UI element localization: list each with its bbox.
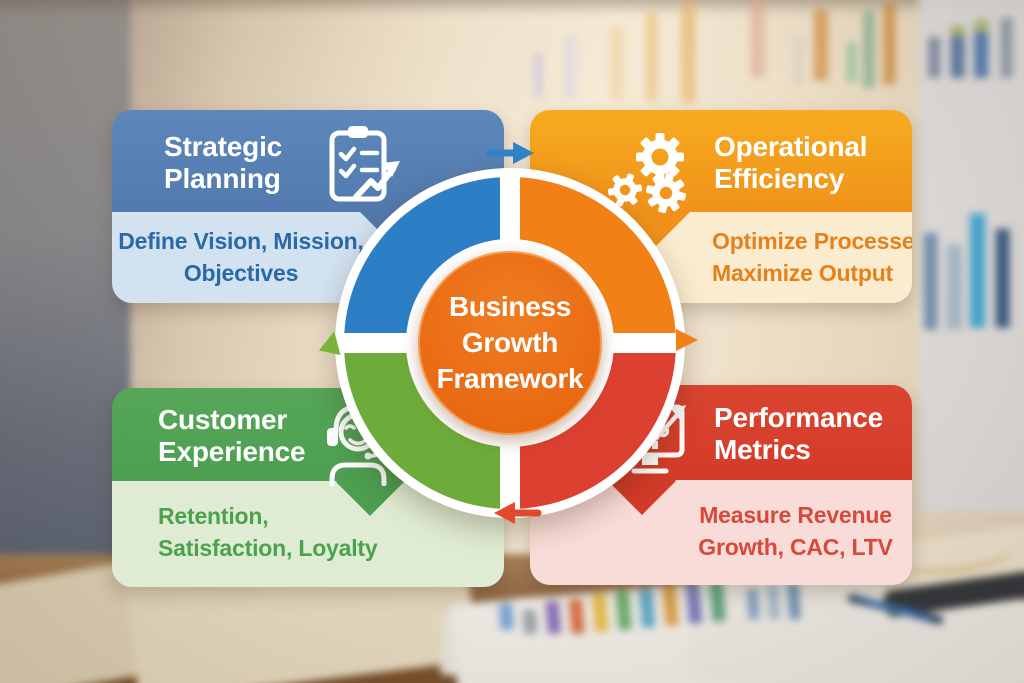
- clipboard-checklist-icon: [329, 126, 400, 202]
- card-body: Measure Revenue Growth, CAC, LTV: [530, 480, 912, 585]
- card-body: Retention, Satisfaction, Loyalty: [112, 481, 504, 587]
- chart-bar: [846, 42, 857, 83]
- background-top-shadow: [0, 0, 1024, 16]
- arrow-up-icon: [318, 331, 341, 356]
- card-title: Customer Experience: [158, 404, 306, 468]
- arrow-left-icon: [494, 502, 542, 524]
- card-title: Operational Efficiency: [714, 131, 868, 195]
- card-description: Retention, Satisfaction, Loyalty: [158, 503, 378, 561]
- chart-bar: [533, 52, 544, 99]
- chart-bar: [645, 11, 658, 102]
- chart-bar: [564, 37, 577, 99]
- card-description: Measure Revenue Growth, CAC, LTV: [698, 502, 893, 560]
- chart-bar: [883, 3, 896, 85]
- chart-bar: [813, 9, 829, 81]
- chart-bar: [924, 232, 938, 330]
- chart-bar: [681, 1, 696, 104]
- chart-bar: [995, 228, 1010, 328]
- card-title: Strategic Planning: [164, 131, 283, 195]
- card-performance-metrics: Measure Revenue Growth, CAC, LTV Perform…: [530, 385, 912, 585]
- card-description: Define Vision, Mission, Objectives: [118, 228, 364, 286]
- chart-bar: [974, 19, 989, 78]
- center-label: Business Growth Framework: [436, 291, 584, 394]
- chart-bar: [946, 244, 962, 330]
- growth-cycle-ring: Business Growth Framework: [335, 168, 685, 518]
- arrow-right-icon: [486, 142, 534, 164]
- chart-bar: [609, 26, 625, 101]
- chart-bar: [862, 11, 876, 89]
- chart-bar: [969, 213, 986, 328]
- center-circle: Business Growth Framework: [418, 251, 602, 435]
- arrow-down-icon: [676, 329, 698, 351]
- chart-bar: [750, 0, 765, 78]
- card-description: Optimize Processes, Maximize Output: [712, 228, 912, 286]
- chart-bar: [928, 37, 941, 78]
- chart-bar: [1000, 17, 1013, 78]
- card-title: Performance Metrics: [714, 402, 883, 466]
- chart-bar: [950, 25, 965, 78]
- chart-bar: [793, 37, 804, 86]
- gears-icon: [607, 133, 687, 214]
